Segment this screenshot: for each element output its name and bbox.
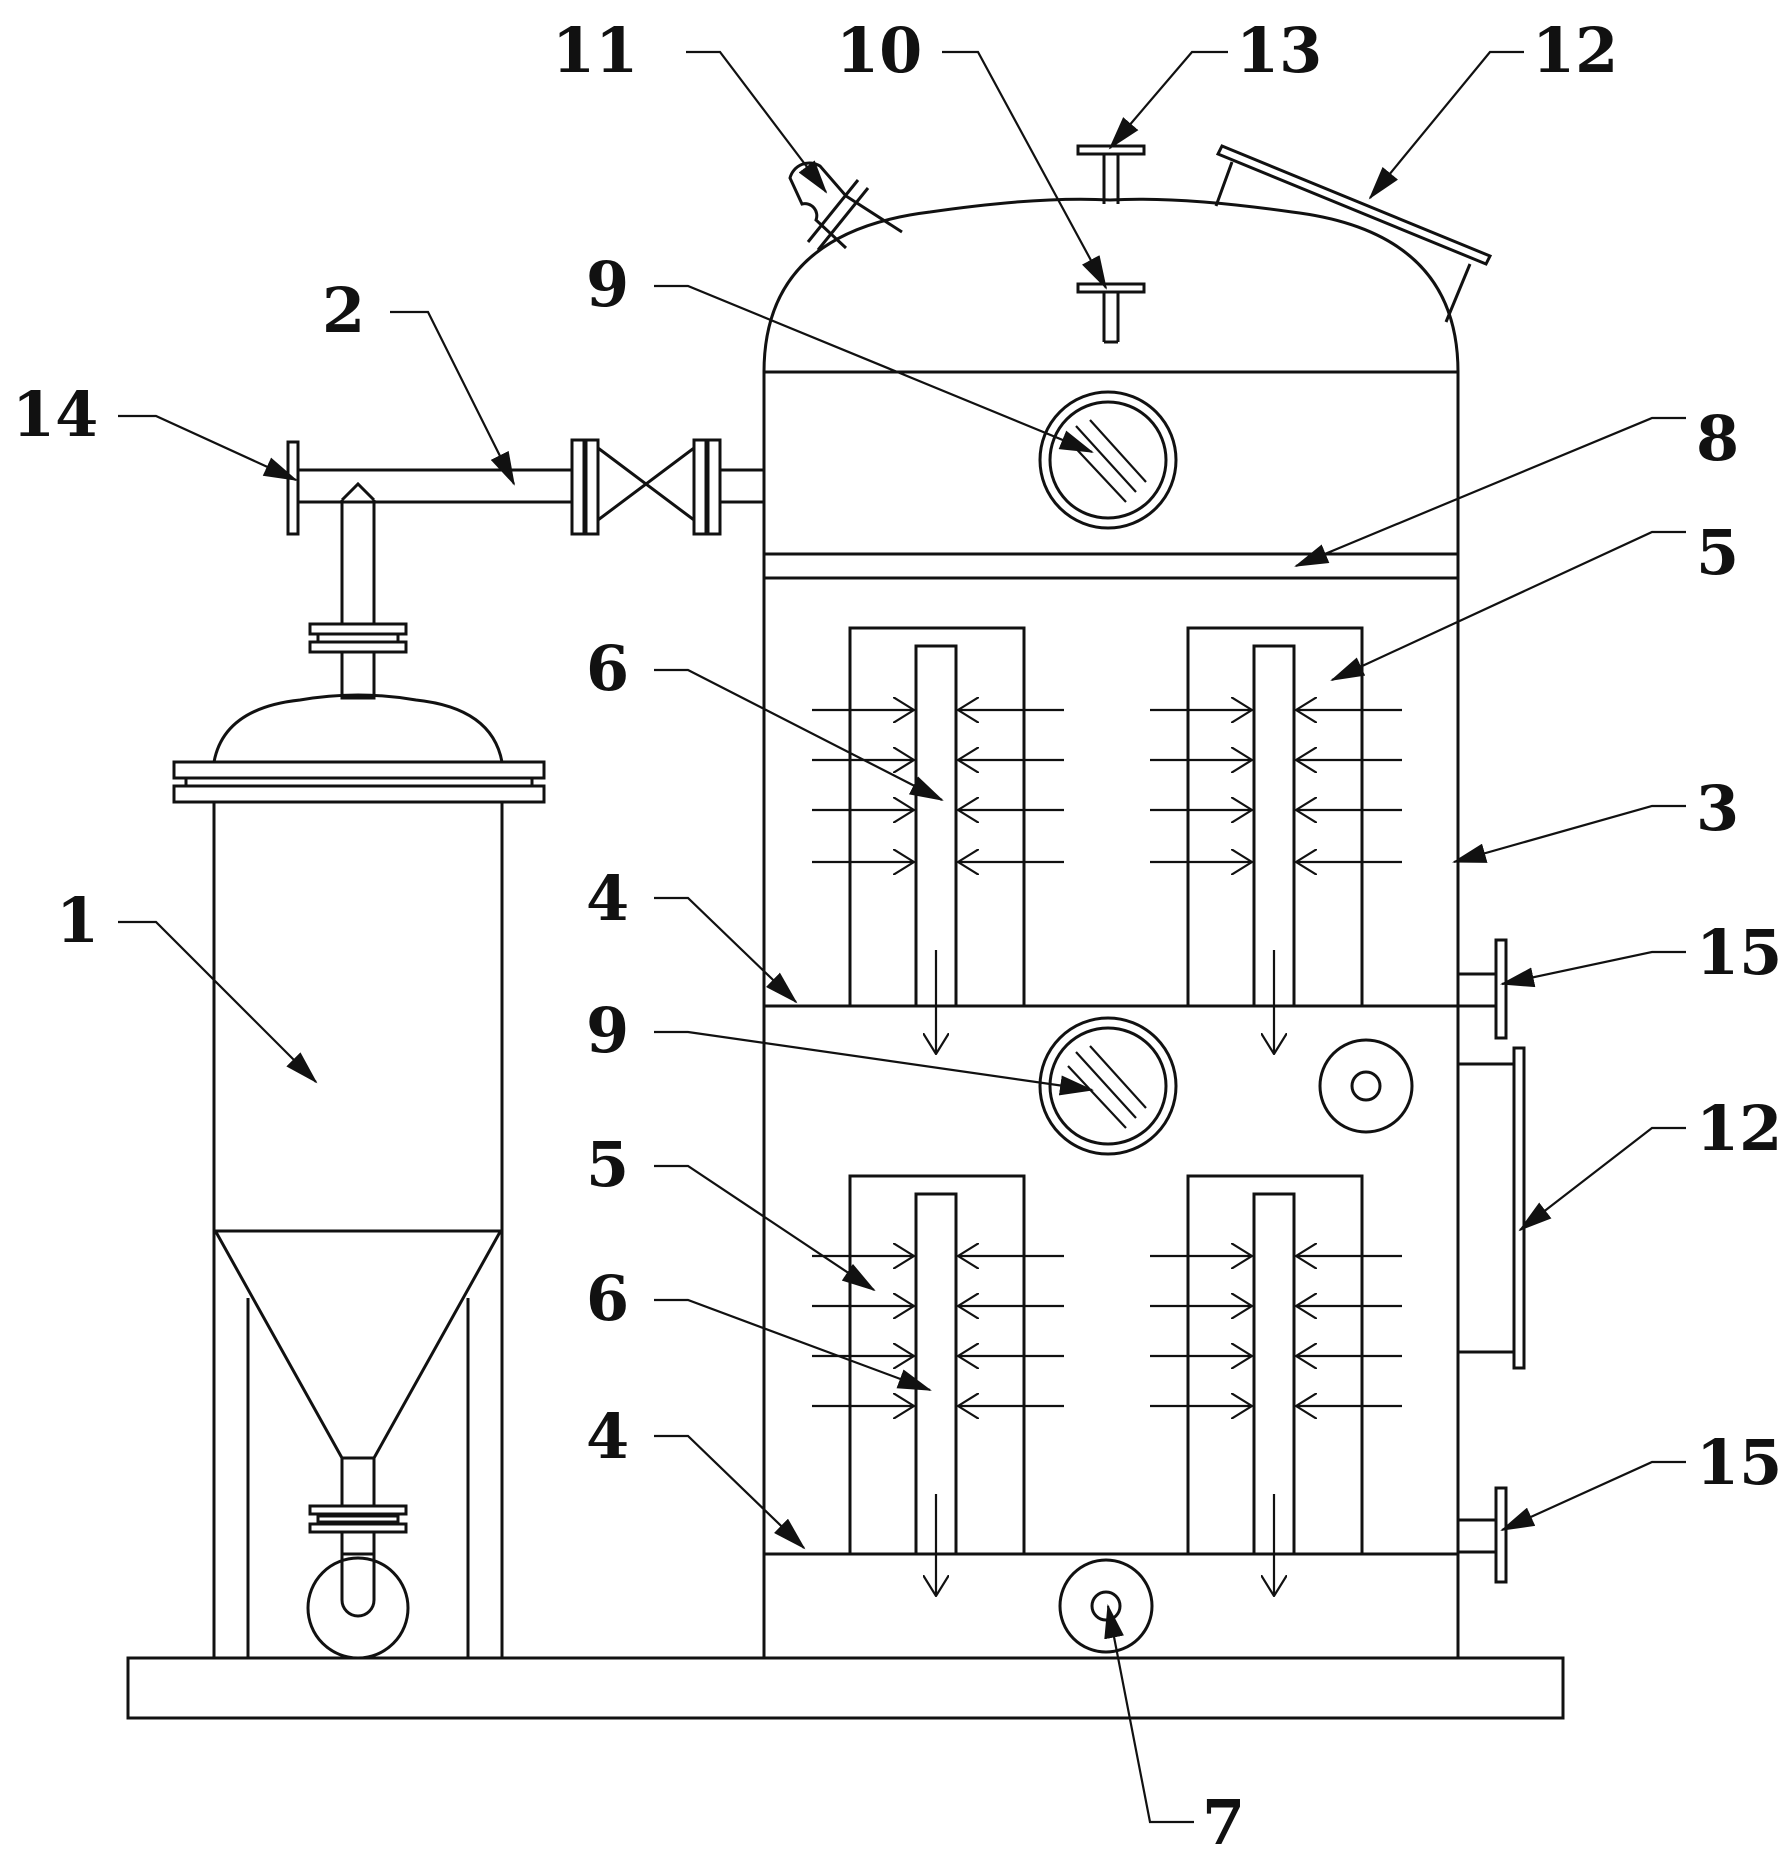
label-8: 8	[1696, 402, 1739, 475]
label-11: 11	[552, 14, 638, 87]
label-9-upper: 9	[586, 248, 629, 321]
middle-port	[1318, 1038, 1414, 1134]
top-port-10	[1076, 282, 1146, 344]
base-plate	[126, 1656, 1565, 1720]
label-9-lower: 9	[586, 994, 629, 1067]
sight-glass-upper	[1038, 390, 1178, 530]
label-6-lower: 6	[586, 1262, 629, 1335]
label-12-top: 12	[1532, 14, 1618, 87]
manhole-top	[1214, 144, 1493, 323]
label-15-lower: 15	[1696, 1426, 1782, 1499]
label-4-lower: 4	[586, 1400, 629, 1473]
label-5-lower: 5	[586, 1128, 629, 1201]
label-15-upper: 15	[1696, 916, 1782, 989]
top-port-11	[788, 161, 903, 251]
label-1: 1	[56, 884, 99, 957]
label-6-upper: 6	[586, 632, 629, 705]
label-12-side: 12	[1696, 1092, 1782, 1165]
top-port-13	[1076, 144, 1146, 204]
label-4-upper: 4	[586, 862, 629, 935]
flow-arrows-upper	[812, 710, 1402, 1054]
label-13: 13	[1236, 14, 1322, 87]
cartridge-upper-right	[1186, 626, 1364, 1008]
cartridge-upper-left	[848, 626, 1026, 1008]
flow-arrows-lower	[812, 1256, 1402, 1596]
label-3: 3	[1696, 772, 1739, 845]
side-flange-upper	[1458, 938, 1508, 1040]
leader-lines	[118, 50, 1686, 1824]
label-14: 14	[12, 378, 98, 451]
label-5-upper: 5	[1696, 516, 1739, 589]
labels: 11 10 13 12 9 2 14 8 5 6 3 1 4 15 9 12 5…	[12, 14, 1782, 1859]
main-tank	[762, 197, 1460, 1660]
drain-outlet	[1058, 1558, 1154, 1654]
side-flange-lower	[1458, 1486, 1508, 1584]
filter-tank	[172, 481, 546, 1660]
label-2: 2	[322, 274, 365, 347]
label-10: 10	[836, 14, 922, 87]
manhole-side	[1458, 1046, 1526, 1370]
label-7: 7	[1202, 1786, 1245, 1859]
connecting-pipe	[286, 438, 764, 536]
